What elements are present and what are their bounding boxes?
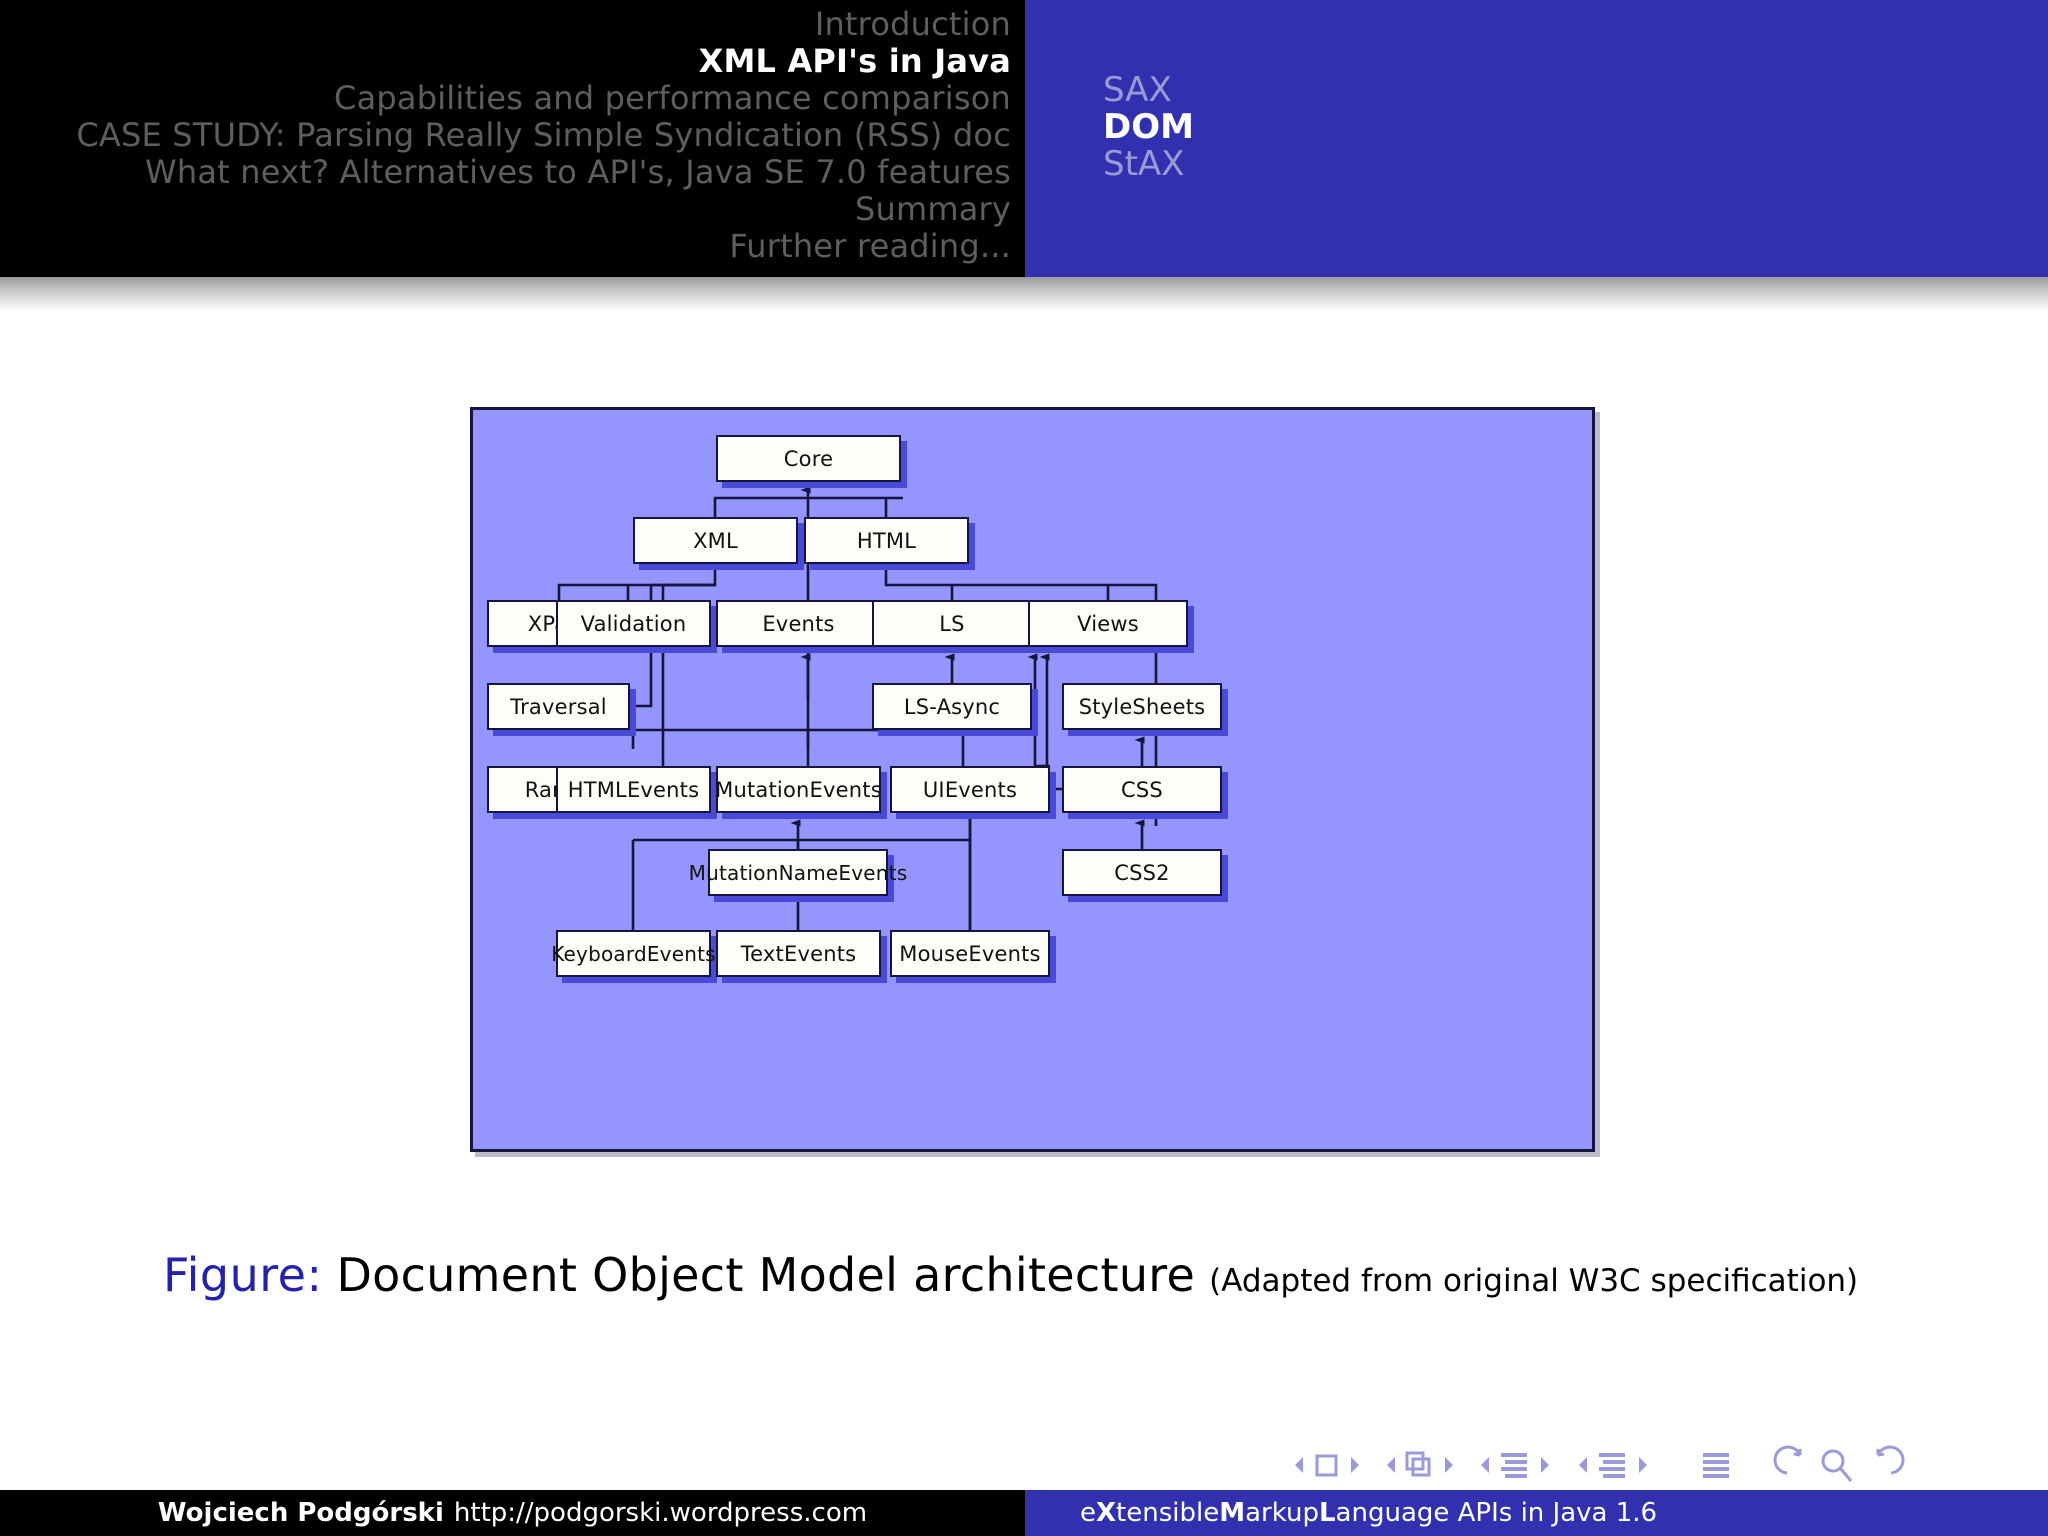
header-shadow bbox=[0, 277, 2048, 311]
node-html[interactable]: HTML bbox=[804, 517, 969, 564]
subnav-item-stax[interactable]: StAX bbox=[1103, 144, 1185, 184]
nav-item-xml-apis[interactable]: XML API's in Java bbox=[698, 42, 1011, 80]
nav-item-case-study[interactable]: CASE STUDY: Parsing Really Simple Syndic… bbox=[76, 116, 1011, 154]
next-section-icon bbox=[1639, 1457, 1647, 1473]
footer-title-e: e bbox=[1080, 1498, 1096, 1528]
node-label: CSS2 bbox=[1114, 860, 1170, 885]
node-xml[interactable]: XML bbox=[633, 517, 798, 564]
slide-footer: Wojciech Podgórski http://podgorski.word… bbox=[0, 1490, 2048, 1536]
node-traversal[interactable]: Traversal bbox=[487, 683, 630, 730]
node-ls-async[interactable]: LS-Async bbox=[872, 683, 1032, 730]
node-label: KeyboardEvents bbox=[551, 941, 716, 966]
node-htmlevents[interactable]: HTMLEvents bbox=[556, 766, 711, 813]
beamer-navigation-bar bbox=[1295, 1443, 2040, 1487]
figure-caption: Figure:Document Object Model architectur… bbox=[163, 1248, 1963, 1302]
node-ls[interactable]: LS bbox=[872, 600, 1032, 647]
node-textevents[interactable]: TextEvents bbox=[716, 930, 881, 977]
footer-title-rest: anguage APIs in Java 1.6 bbox=[1335, 1498, 1658, 1528]
nav-item-further-reading[interactable]: Further reading... bbox=[729, 227, 1011, 265]
header-outline-nav: Introduction XML API's in Java Capabilit… bbox=[0, 0, 1025, 277]
node-label: StyleSheets bbox=[1078, 694, 1206, 719]
node-label: UIEvents bbox=[922, 777, 1018, 802]
figure-caption-note: (Adapted from original W3C specification… bbox=[1209, 1263, 1859, 1299]
node-stylesheets[interactable]: StyleSheets bbox=[1062, 683, 1222, 730]
node-label: LS bbox=[939, 611, 965, 636]
node-mutationnameevents[interactable]: MutationNameEvents bbox=[689, 849, 907, 896]
back-icon bbox=[1773, 1445, 1802, 1475]
node-label: MouseEvents bbox=[899, 941, 1041, 966]
nav-item-capabilities[interactable]: Capabilities and performance comparison bbox=[334, 79, 1011, 117]
next-subsection-icon bbox=[1541, 1457, 1549, 1473]
diagram-frame: Core XML HTML XPath Validation Events LS… bbox=[470, 407, 1595, 1152]
footer-title-tensible: tensible bbox=[1116, 1498, 1220, 1528]
node-views[interactable]: Views bbox=[1028, 600, 1188, 647]
dom-architecture-figure: Core XML HTML XPath Validation Events LS… bbox=[470, 407, 1595, 1152]
node-css2[interactable]: CSS2 bbox=[1062, 849, 1222, 896]
prev-frame-icon bbox=[1387, 1457, 1395, 1473]
footer-author: Wojciech Podgórski bbox=[157, 1498, 444, 1528]
node-events[interactable]: Events bbox=[716, 600, 881, 647]
node-mutationevents[interactable]: MutationEvents bbox=[715, 766, 882, 813]
footer-url[interactable]: http://podgorski.wordpress.com bbox=[453, 1498, 868, 1528]
forward-icon bbox=[1876, 1445, 1905, 1475]
frames-icon bbox=[1405, 1451, 1431, 1477]
node-label: Core bbox=[783, 446, 834, 471]
node-css[interactable]: CSS bbox=[1062, 766, 1222, 813]
footer-title-arkup: arkup bbox=[1245, 1498, 1319, 1528]
slide-icon bbox=[1315, 1454, 1338, 1477]
figure-caption-title: Document Object Model architecture bbox=[336, 1248, 1196, 1302]
node-core[interactable]: Core bbox=[716, 435, 901, 482]
node-label: Events bbox=[762, 611, 835, 636]
node-label: LS-Async bbox=[903, 694, 1001, 719]
search-icon bbox=[1821, 1449, 1853, 1482]
prev-subsection-icon bbox=[1481, 1457, 1489, 1473]
footer-title-l: L bbox=[1318, 1498, 1336, 1528]
node-label: XML bbox=[693, 528, 738, 553]
diagram-connectors bbox=[557, 410, 1158, 930]
slide-header: Introduction XML API's in Java Capabilit… bbox=[0, 0, 2048, 311]
figure-caption-label: Figure: bbox=[163, 1248, 323, 1302]
next-slide-icon bbox=[1351, 1457, 1359, 1473]
footer-title-m: M bbox=[1219, 1498, 1246, 1528]
toc-icon bbox=[1703, 1453, 1729, 1478]
node-keyboardevents[interactable]: KeyboardEvents bbox=[551, 930, 716, 977]
subnav-item-sax[interactable]: SAX bbox=[1103, 70, 1172, 110]
nav-item-summary[interactable]: Summary bbox=[854, 190, 1011, 228]
node-label: MutationEvents bbox=[715, 777, 882, 802]
node-label: Validation bbox=[580, 611, 687, 636]
node-label: CSS bbox=[1121, 777, 1163, 802]
node-mouseevents[interactable]: MouseEvents bbox=[890, 930, 1050, 977]
subsection-icon bbox=[1501, 1453, 1527, 1478]
node-label: HTML bbox=[856, 528, 917, 553]
node-label: TextEvents bbox=[740, 941, 857, 966]
footer-author-block: Wojciech Podgórski http://podgorski.word… bbox=[0, 1490, 1025, 1536]
section-icon bbox=[1599, 1453, 1625, 1478]
node-validation[interactable]: Validation bbox=[556, 600, 711, 647]
prev-slide-icon bbox=[1295, 1457, 1303, 1473]
node-label: MutationNameEvents bbox=[688, 860, 908, 885]
node-label: HTMLEvents bbox=[567, 777, 700, 802]
nav-item-what-next[interactable]: What next? Alternatives to API's, Java S… bbox=[145, 153, 1011, 191]
node-label: Traversal bbox=[510, 694, 607, 719]
node-uievents[interactable]: UIEvents bbox=[890, 766, 1050, 813]
nav-symbol-group bbox=[1295, 1445, 1905, 1482]
header-subsection-nav: SAX DOM StAX bbox=[1025, 0, 2048, 277]
node-label: Views bbox=[1077, 611, 1139, 636]
footer-title-x: X bbox=[1096, 1498, 1117, 1528]
next-frame-icon bbox=[1445, 1457, 1453, 1473]
subnav-item-dom[interactable]: DOM bbox=[1103, 107, 1194, 147]
prev-section-icon bbox=[1579, 1457, 1587, 1473]
nav-item-introduction[interactable]: Introduction bbox=[814, 5, 1011, 43]
